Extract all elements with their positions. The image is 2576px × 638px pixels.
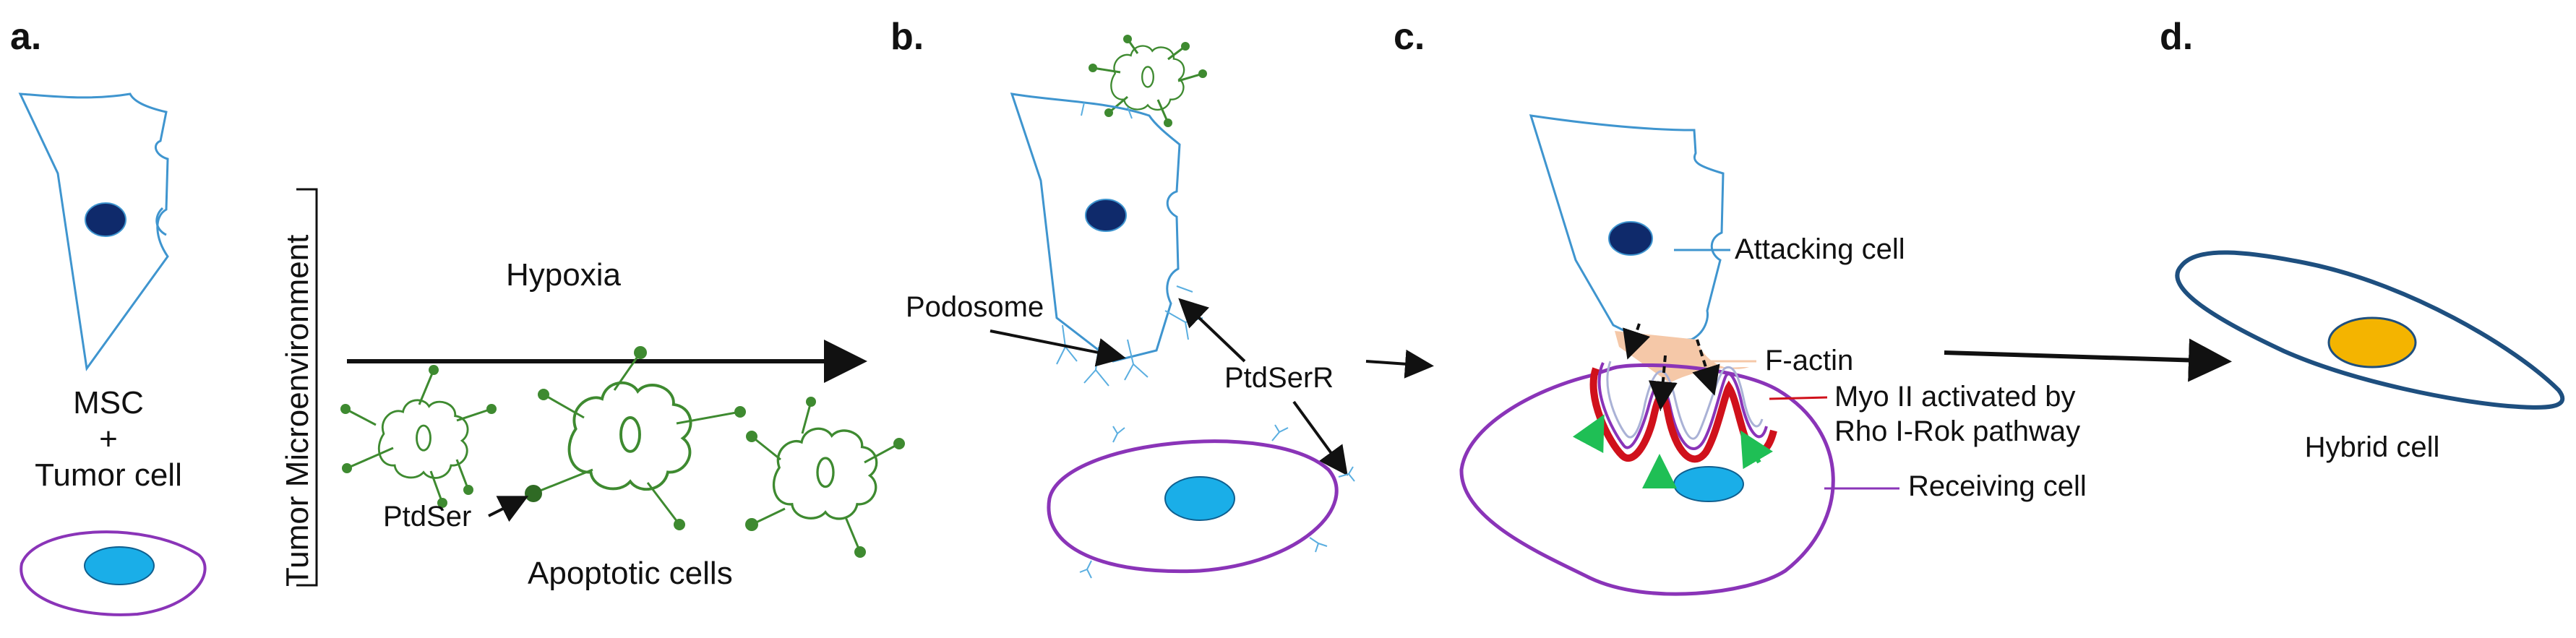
tumor-cell [1047, 424, 1355, 579]
panel-c: F-actin Myo II activated by Rho I-Rok pa… [1459, 114, 2087, 596]
ptdser-label: PtdSer [383, 501, 471, 533]
msc-nucleus [85, 202, 126, 237]
msc-label: MSC [73, 385, 144, 421]
attacking-cell-label: Attacking cell [1735, 233, 1905, 265]
attacking-nucleus [1608, 221, 1653, 256]
ptdser-receptors [1079, 424, 1355, 579]
force-arrows [1623, 323, 1720, 414]
receiving-nucleus [1673, 466, 1744, 502]
tumor-nucleus [84, 546, 155, 585]
ptdserr-arrow-up [1178, 298, 1246, 363]
c-to-d-arrow [1944, 338, 2232, 382]
membrane-invagination [1597, 362, 1768, 450]
b-to-c-arrow [1365, 349, 1434, 379]
receiving-cell-label: Receiving cell [1908, 470, 2087, 502]
attacking-cell [1529, 114, 1725, 341]
myo-label-line2: Rho I-Rok pathway [1834, 415, 2080, 447]
hybrid-nucleus [2327, 316, 2417, 368]
myo-label-line1: Myo II activated by [1834, 381, 2075, 413]
panel-b: Podosome PtdSerR [906, 35, 1355, 579]
msc-cell [18, 92, 169, 371]
hybrid-cell [2175, 250, 2565, 410]
apoptotic-cell [525, 346, 746, 530]
tumor-cell [20, 530, 207, 616]
podosome-arrow [989, 329, 1126, 367]
plus-label: + [99, 421, 118, 457]
apoptotic-cell [745, 397, 905, 558]
factin-label: F-actin [1765, 345, 1853, 376]
tumor-nucleus [1164, 476, 1235, 521]
microenvironment-bracket [296, 188, 318, 587]
apoptotic-cell [1089, 35, 1207, 127]
panel-d: Hybrid cell [2175, 250, 2565, 463]
apoptotic-cell [340, 365, 497, 508]
panel-a: MSC + Tumor cell Tumor Microenvironment … [18, 92, 905, 616]
myo-leader [1769, 396, 1828, 400]
ptdserr-label: PtdSerR [1224, 362, 1334, 394]
green-push-arrows [1572, 414, 1773, 488]
ptdserr-arrow-down [1292, 400, 1348, 476]
podosomes [1056, 102, 1203, 387]
apoptotic-cells-label: Apoptotic cells [528, 556, 733, 591]
hybrid-cell-label: Hybrid cell [2305, 431, 2440, 463]
tumor-cell-label: Tumor cell [35, 457, 182, 493]
panel-label-c: c. [1394, 16, 1425, 58]
panel-label-d: d. [2160, 16, 2193, 58]
tumor-microenvironment-label: Tumor Microenvironment [280, 235, 315, 587]
panel-label-a: a. [10, 16, 41, 58]
hypoxia-label: Hypoxia [506, 257, 621, 293]
myo-ii-layer [1589, 367, 1777, 463]
receiving-cell [1459, 363, 1835, 596]
ptdser-arrow [488, 496, 529, 522]
msc-nucleus [1085, 199, 1127, 232]
panel-label-b: b. [890, 16, 924, 58]
inner-membrane [1606, 361, 1764, 440]
podosome-label: Podosome [906, 291, 1044, 323]
